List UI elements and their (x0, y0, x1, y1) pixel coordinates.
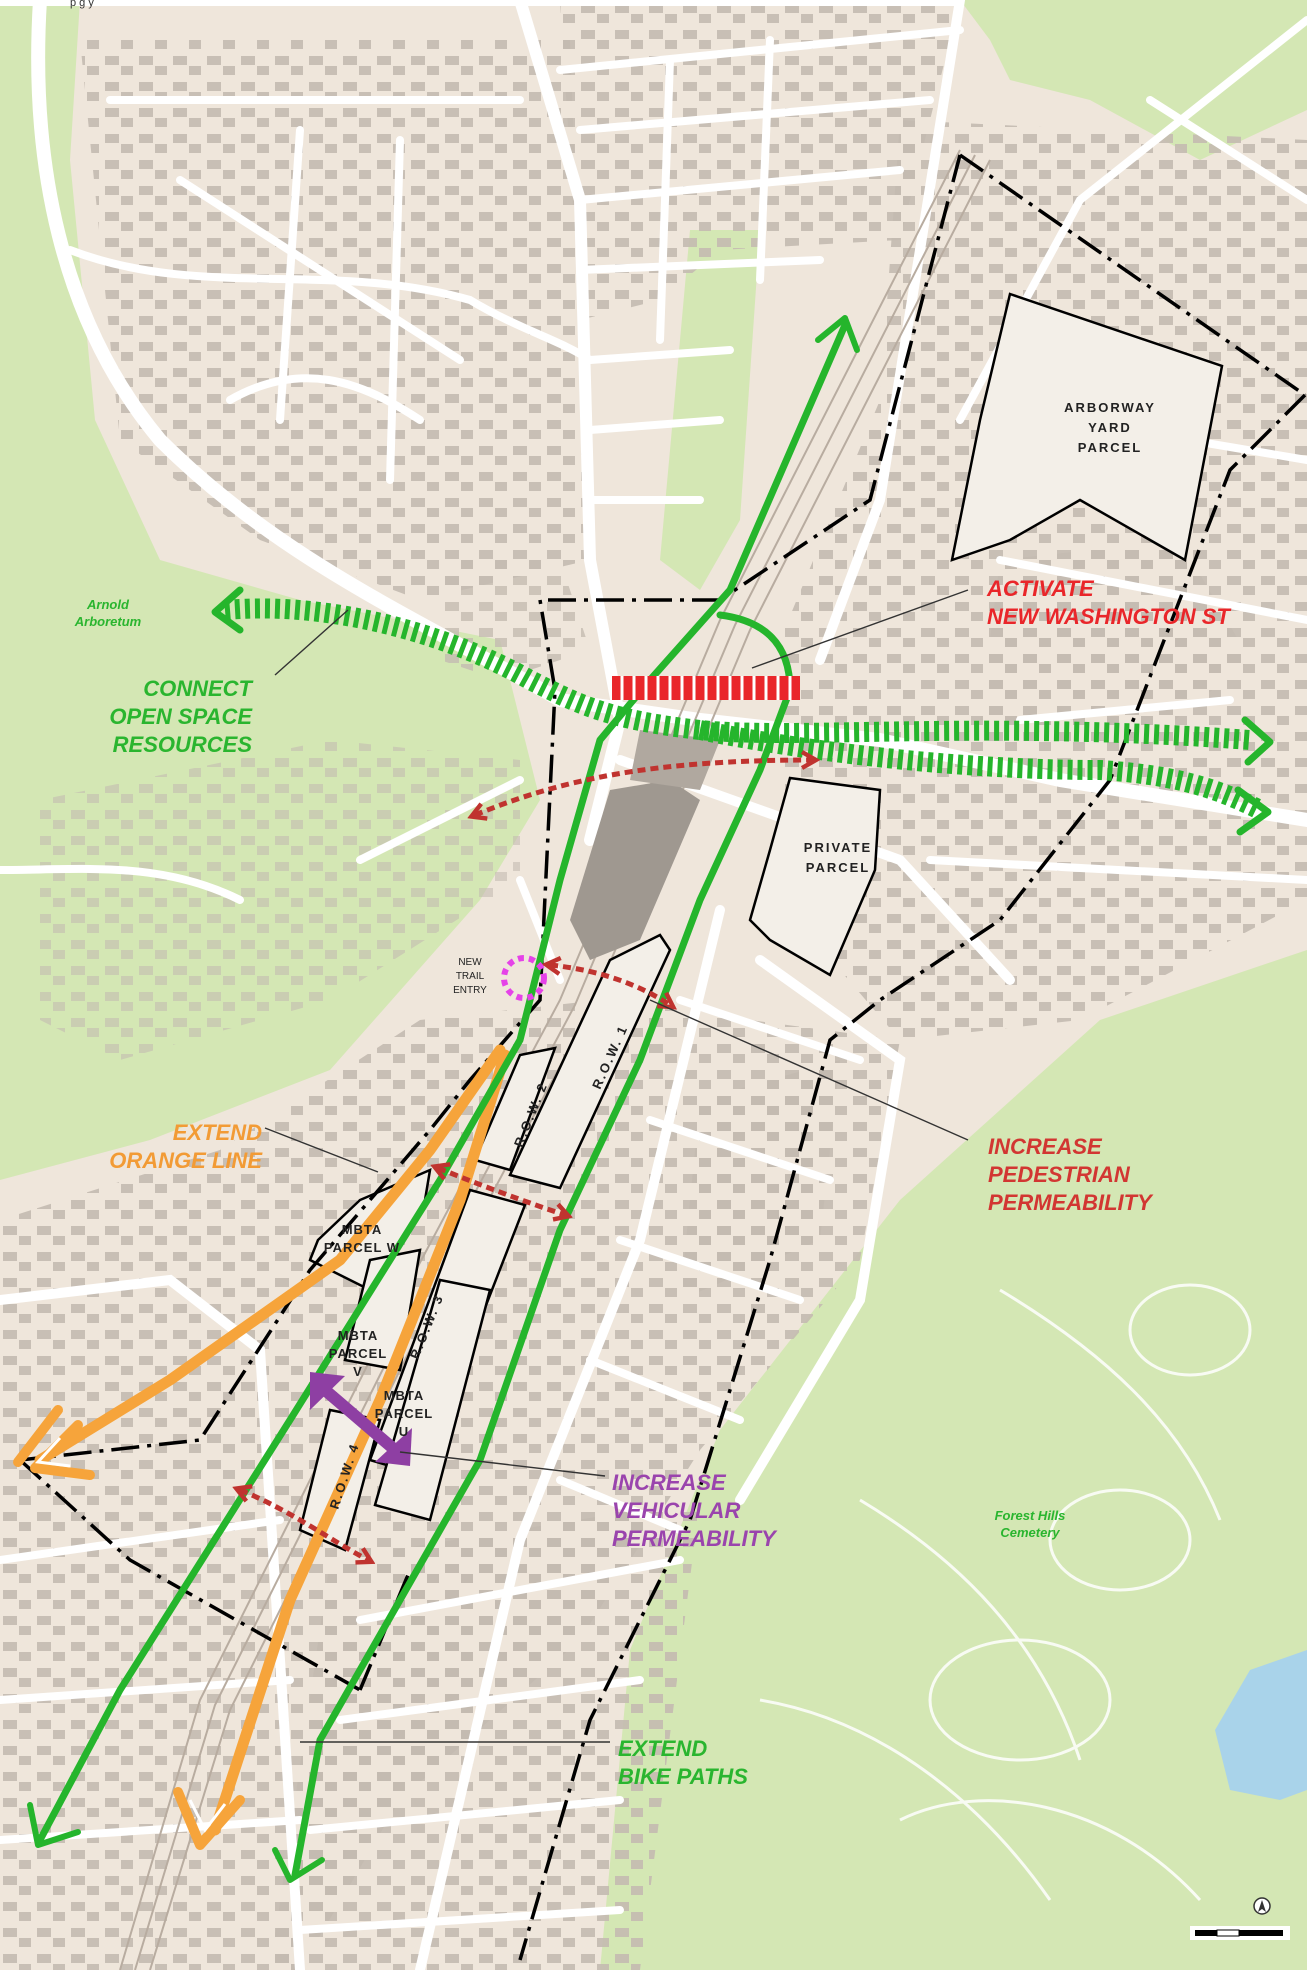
pedestrian-label-3: PERMEABILITY (988, 1190, 1154, 1215)
arborway-label-3: PARCEL (1078, 440, 1142, 455)
vehicular-connection (310, 1372, 412, 1466)
activate-label-2: NEW WASHINGTON ST (987, 604, 1231, 629)
mbta-w-label-1: MBTA (342, 1222, 383, 1237)
mbta-v-label-1: MBTA (338, 1328, 379, 1343)
trail-entry-label-2: TRAIL (456, 971, 485, 982)
orange-line-label-2: ORANGE LINE (109, 1148, 263, 1173)
pond (1215, 1650, 1307, 1800)
vehicular-label-1: INCREASE (612, 1470, 727, 1495)
leader-lines (264, 589, 969, 1743)
pedestrian-connections (240, 760, 812, 1560)
connect-open-space-3: RESOURCES (113, 732, 253, 757)
open-space-connection (224, 598, 1265, 819)
new-trail-entry-marker (501, 955, 547, 1001)
parcel-outlines (298, 292, 1224, 1552)
vehicular-label-3: PERMEABILITY (612, 1526, 778, 1551)
bike-path-arrowheads (27, 315, 860, 1883)
bike-paths-label-2: BIKE PATHS (618, 1764, 748, 1789)
mbta-u-label-3: U (399, 1424, 409, 1439)
trail-entry-label-1: NEW (458, 957, 482, 968)
arnold-arboretum-label-1: Arnold (86, 597, 130, 612)
activate-label-1: ACTIVATE (986, 576, 1095, 601)
pedestrian-label-2: PEDESTRIAN (988, 1162, 1131, 1187)
cemetery-paths (759, 1283, 1252, 1902)
forest-hills-label-2: Cemetery (1000, 1525, 1060, 1540)
top-caption-strip (0, 0, 960, 6)
upper-right-park (960, 0, 1307, 160)
bike-paths (36, 321, 849, 1879)
arnold-arboretum-label-2: Arboretum (74, 614, 142, 629)
private-parcel-label-1: PRIVATE (804, 840, 872, 855)
forest-hills-cemetery-park (600, 950, 1307, 1970)
connect-open-space-1: CONNECT (143, 676, 253, 701)
scale-bar (1190, 1926, 1290, 1940)
activate-hatch-stripes (620, 676, 792, 700)
connect-open-space-2: OPEN SPACE (109, 704, 253, 729)
mbta-w-label-2: PARCEL W (324, 1240, 400, 1255)
north-arrow (1253, 1897, 1271, 1915)
orange-line-label-1: EXTEND (173, 1120, 262, 1145)
pedestrian-label-1: INCREASE (988, 1134, 1103, 1159)
arborway-yard-parcel (950, 292, 1224, 562)
open-space-arrowheads (211, 586, 1274, 836)
arborway-label-1: ARBORWAY (1064, 400, 1156, 415)
bike-paths-label-1: EXTEND (618, 1736, 707, 1761)
mbta-v-label-2: PARCEL (329, 1346, 387, 1361)
vehicular-label-2: VEHICULAR (612, 1498, 740, 1523)
orange-arrow-chevron-inner (34, 1436, 227, 1833)
mbta-u-label-2: PARCEL (375, 1406, 433, 1421)
mbta-u-label-1: MBTA (384, 1388, 425, 1403)
forest-hills-label-1: Forest Hills (995, 1508, 1066, 1523)
private-parcel-label-2: PARCEL (806, 860, 870, 875)
arborway-label-2: YARD (1088, 420, 1132, 435)
orange-line-extension (34, 1044, 511, 1836)
study-area-boundary (18, 153, 1307, 1961)
top-caption-fragment: p g y (70, 0, 94, 9)
mbta-v-label-3: V (353, 1364, 363, 1379)
orange-line-arrowheads (13, 1405, 245, 1850)
trail-entry-label-3: ENTRY (453, 985, 487, 996)
private-parcel (748, 776, 882, 977)
